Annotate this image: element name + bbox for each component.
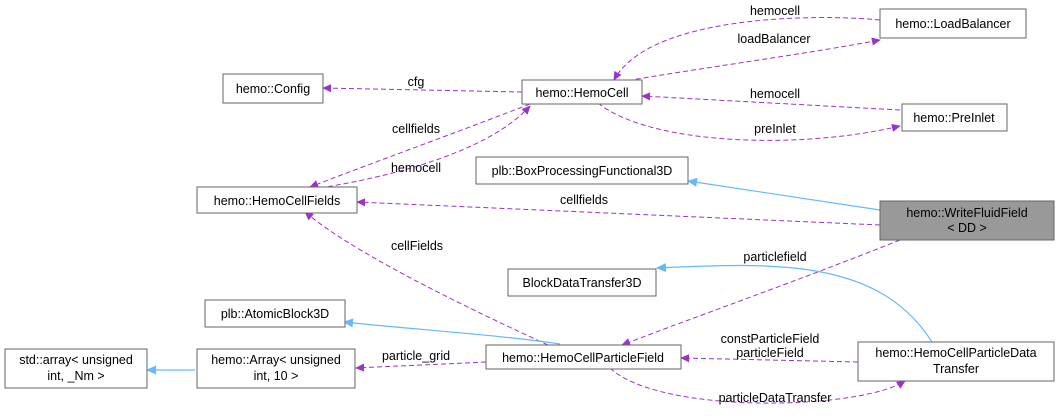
- node-particle-field[interactable]: hemo::HemoCellParticleField: [485, 344, 682, 370]
- node-write-fluid-field[interactable]: hemo::WriteFluidField < DD >: [879, 200, 1055, 241]
- node-label-line1: hemo::WriteFluidField: [906, 206, 1027, 220]
- node-label-line1: std::array< unsigned: [19, 353, 133, 367]
- edge-particlefield-particledatatransfer: [609, 367, 906, 404]
- edge-label-cellfields-top: cellfields: [392, 122, 440, 136]
- node-config[interactable]: hemo::Config: [222, 73, 324, 104]
- edge-hemocellfields-hemocell: [319, 105, 531, 189]
- edge-label-const-particle-field: constParticleField: [721, 332, 820, 346]
- edge-particlefield-atomicblock: [343, 318, 561, 345]
- node-label: hemo::HemoCell: [535, 86, 628, 100]
- node-label: hemo::PreInlet: [913, 111, 995, 125]
- edge-label-particle-field: particleField: [736, 346, 803, 360]
- edge-label-cellfields-low: cellFields: [391, 239, 443, 253]
- node-hemo-array[interactable]: hemo::Array< unsigned int, 10 >: [196, 348, 356, 389]
- node-label: plb::BoxProcessingFunctional3D: [492, 164, 673, 178]
- edges: [146, 17, 933, 404]
- edge-hemocell-hemocellfields: [309, 103, 531, 188]
- edge-label-particle-grid: particle_grid: [382, 349, 450, 363]
- node-atomic-block[interactable]: plb::AtomicBlock3D: [204, 299, 346, 328]
- node-label: hemo::Config: [236, 82, 310, 96]
- edge-writefluidfield-hemocellfields: [356, 198, 881, 226]
- node-label-line2: Transfer: [933, 362, 979, 376]
- edge-loadbalancer-hemocell: [613, 17, 881, 81]
- node-label: hemo::HemoCellFields: [214, 194, 340, 208]
- node-label: hemo::LoadBalancer: [895, 17, 1010, 31]
- edge-label-hemocell-preinlet: hemocell: [750, 87, 800, 101]
- node-box-processing[interactable]: plb::BoxProcessingFunctional3D: [475, 156, 689, 185]
- edge-label-loadbalancer: loadBalancer: [738, 32, 811, 46]
- edge-label-cfg: cfg: [408, 75, 425, 89]
- edge-writefluidfield-particlefield: [621, 239, 901, 346]
- edge-label-particlefield: particlefield: [743, 250, 806, 264]
- edge-label-cellfields-mid: cellfields: [560, 193, 608, 207]
- edge-particlefield-hemoarray: [355, 361, 487, 372]
- node-label-line1: hemo::Array< unsigned: [211, 353, 341, 367]
- node-load-balancer[interactable]: hemo::LoadBalancer: [879, 8, 1027, 39]
- edge-label-hemocell-lb: hemocell: [750, 4, 800, 18]
- edge-label-particle-data-transfer: particleDataTransfer: [719, 391, 832, 405]
- node-std-array[interactable]: std::array< unsigned int, _Nm >: [4, 348, 148, 389]
- node-label: BlockDataTransfer3D: [522, 276, 641, 290]
- edge-label-preinlet: preInlet: [754, 122, 796, 136]
- edge-particlefield-hemocellfields: [304, 211, 549, 346]
- edge-particledatatransfer-blockdatatransfer: [656, 263, 933, 343]
- edge-particledatatransfer-particlefield: [680, 354, 859, 363]
- node-block-data-transfer[interactable]: BlockDataTransfer3D: [507, 268, 657, 297]
- edge-labels: hemocell loadBalancer cfg hemocell preIn…: [382, 4, 831, 405]
- node-hemocell-fields[interactable]: hemo::HemoCellFields: [196, 186, 358, 214]
- node-label-line2: int, 10 >: [254, 369, 299, 383]
- edge-label-hemocell-fields: hemocell: [391, 161, 441, 175]
- node-hemocell[interactable]: hemo::HemoCell: [521, 79, 643, 105]
- node-label-line2: < DD >: [947, 221, 987, 235]
- node-label-line2: int, _Nm >: [47, 369, 104, 383]
- edge-writefluidfield-boxprocessing: [687, 177, 881, 211]
- edge-hemocell-config: [322, 84, 523, 93]
- node-particle-data-transfer[interactable]: hemo::HemoCellParticleData Transfer: [857, 341, 1055, 382]
- node-label-line1: hemo::HemoCellParticleData: [875, 346, 1036, 360]
- edge-hemocell-preinlet: [597, 102, 901, 141]
- node-preinlet[interactable]: hemo::PreInlet: [901, 103, 1008, 132]
- node-label: plb::AtomicBlock3D: [221, 307, 329, 321]
- edge-preinlet-hemocell: [641, 92, 901, 111]
- edge-hemocell-loadbalancer: [619, 37, 881, 83]
- node-label: hemo::HemoCellParticleField: [502, 351, 664, 365]
